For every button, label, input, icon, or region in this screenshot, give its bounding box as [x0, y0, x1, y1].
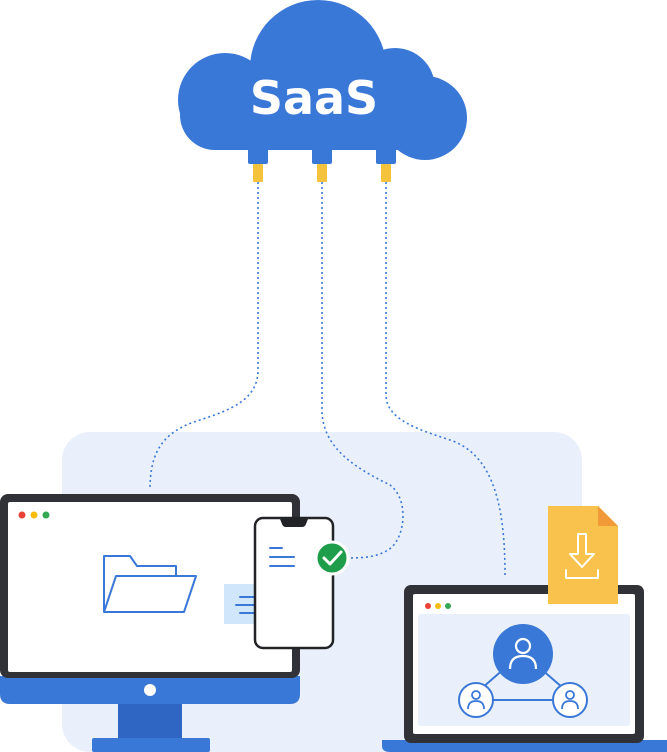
connection-line-desktop — [149, 182, 259, 491]
smartphone — [253, 516, 335, 650]
laptop — [382, 585, 667, 752]
laptop-dot-red — [425, 603, 431, 609]
cloud-label: SaaS — [250, 71, 378, 125]
download-file-icon — [548, 506, 618, 604]
user-icon — [493, 624, 553, 684]
window-dot-green — [42, 511, 50, 519]
monitor-stand-neck — [118, 700, 182, 742]
connection-line-phone — [321, 182, 404, 559]
phone-notch — [280, 519, 308, 527]
connection-line-laptop — [385, 182, 506, 576]
connection-lines — [149, 182, 506, 576]
monitor-screen — [8, 502, 292, 672]
cloud-connectors — [253, 164, 391, 182]
monitor-stand-base — [92, 738, 210, 752]
user-icon — [552, 682, 588, 718]
laptop-dot-green — [445, 603, 451, 609]
folder-icon — [103, 555, 197, 613]
laptop-dot-yellow — [435, 603, 441, 609]
phone-body — [253, 516, 335, 650]
document-icon — [269, 547, 295, 567]
user-icon — [458, 682, 494, 718]
check-icon — [314, 540, 350, 576]
monitor-power-dot — [144, 684, 156, 696]
user-network — [458, 624, 588, 718]
window-dot-red — [18, 511, 26, 519]
cloud-icon: SaaS — [178, 0, 467, 182]
window-dot-yellow — [30, 511, 38, 519]
desktop-monitor — [0, 494, 300, 752]
